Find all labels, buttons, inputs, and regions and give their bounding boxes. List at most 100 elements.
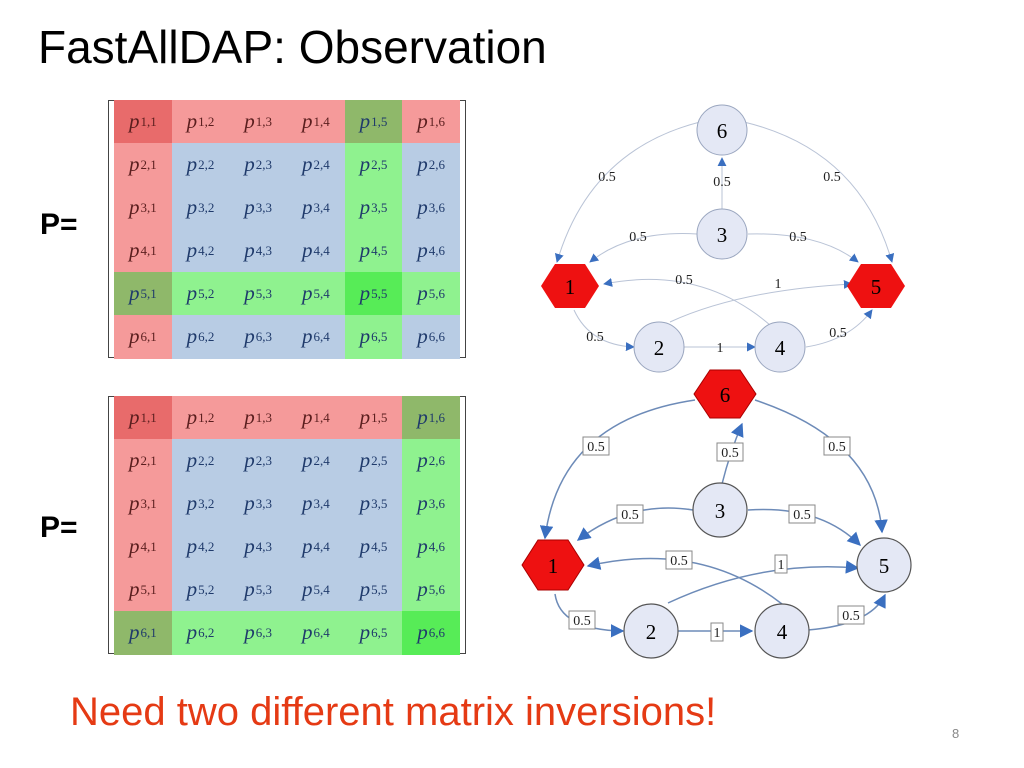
matrix-cell-bg (402, 568, 461, 612)
weight-6-to-5: 0.5 (828, 440, 846, 455)
matrix-entry-symbol: p (417, 238, 428, 262)
matrix-entry-symbol: p (128, 405, 140, 429)
matrix-cell-bg (229, 396, 288, 440)
matrix-cell-bg (229, 315, 288, 359)
matrix-entry-symbol: p (186, 534, 198, 558)
matrix-cell-bg (171, 482, 230, 526)
matrix-entry-index: 2,1 (140, 453, 157, 468)
matrix-entry-index: 4,4 (313, 539, 330, 554)
matrix-entry-symbol: p (301, 448, 313, 472)
matrix-entry-symbol: p (301, 534, 313, 558)
matrix-cell-bg (114, 482, 173, 526)
matrix-entry-index: 1,1 (140, 114, 157, 129)
weight-4-to-1: 0.5 (670, 554, 688, 569)
matrix-cell-bg (287, 186, 346, 230)
matrix-cell-bg (114, 186, 173, 230)
node-3: 3 (692, 482, 748, 538)
matrix-cell-bg (171, 611, 230, 655)
matrix-entry-index: 3,6 (428, 496, 446, 511)
matrix-entry-index: 6,6 (428, 625, 446, 640)
matrix-entry-symbol: p (359, 491, 371, 515)
matrix-cell-bg (287, 100, 346, 144)
matrix-entry-index: 6,1 (140, 625, 157, 640)
matrix-entry-symbol: p (186, 491, 198, 515)
matrix-entry-index: 3,4 (313, 200, 330, 215)
matrix-entry-symbol: p (186, 281, 198, 305)
matrix-cell-bg (229, 229, 288, 273)
matrix-entry-symbol: p (301, 195, 313, 219)
matrix-entry-index: 1,3 (255, 114, 273, 129)
matrix-entry-symbol: p (244, 195, 255, 219)
matrix-cell-bg (171, 186, 230, 230)
weight-2-to-4: 1 (717, 341, 724, 356)
edge-6-to-5 (754, 399, 888, 534)
matrix-entry-symbol: p (128, 152, 140, 176)
weight-2-to-4: 1 (714, 626, 721, 641)
weight-2-to-5: 1 (778, 558, 785, 573)
matrix-cell-bg (344, 482, 403, 526)
edge-6-to-1 (554, 121, 701, 263)
p-label-bottom: P= (40, 511, 78, 544)
matrix-cell-bg (229, 100, 288, 144)
matrix-cell-bg (229, 482, 288, 526)
matrix-cell-bg (287, 525, 346, 569)
matrix-cell-bg (344, 611, 403, 655)
matrix-cell-bg (344, 229, 403, 273)
weight-1-to-2: 0.5 (586, 330, 604, 345)
matrix-entry-symbol: p (301, 620, 313, 644)
matrix-entry-symbol: p (128, 534, 140, 558)
matrix-entry-symbol: p (359, 238, 371, 262)
matrix-entry-symbol: p (128, 238, 140, 262)
matrix-entry-symbol: p (128, 620, 140, 644)
matrix-entry-index: 1,6 (428, 114, 446, 129)
node-3: 3 (696, 208, 748, 260)
matrix-entry-index: 5,5 (371, 286, 388, 301)
matrix-cell-bg (344, 525, 403, 569)
weight-4-to-1: 0.5 (675, 273, 693, 288)
weight-6-to-1: 0.5 (598, 170, 616, 185)
matrix-entry-index: 2,6 (428, 453, 446, 468)
matrix-entry-index: 6,2 (198, 329, 215, 344)
matrix-entry-symbol: p (186, 577, 198, 601)
edge-3-to-1 (576, 507, 694, 541)
matrix-entry-index: 5,2 (198, 582, 215, 597)
matrix-entry-index: 4,1 (140, 539, 157, 554)
weight-6-to-1-box: 0.5 (582, 436, 610, 456)
matrix-entry-index: 4,2 (198, 539, 215, 554)
matrix-cell-bg (171, 525, 230, 569)
matrix-cell-bg (344, 100, 403, 144)
matrix-entry-index: 2,2 (198, 453, 215, 468)
matrix-entry-symbol: p (417, 620, 428, 644)
weight-4-to-5: 0.5 (842, 609, 860, 624)
matrix-right-bracket (460, 396, 466, 654)
matrix-entry-symbol: p (301, 281, 313, 305)
matrix-cell-bg (344, 568, 403, 612)
matrix-entry-index: 2,4 (313, 157, 330, 172)
matrix-entry-index: 5,3 (255, 582, 273, 597)
matrix-entry-symbol: p (244, 491, 255, 515)
matrix-entry-symbol: p (128, 281, 140, 305)
matrix-entry-index: 1,6 (428, 410, 446, 425)
